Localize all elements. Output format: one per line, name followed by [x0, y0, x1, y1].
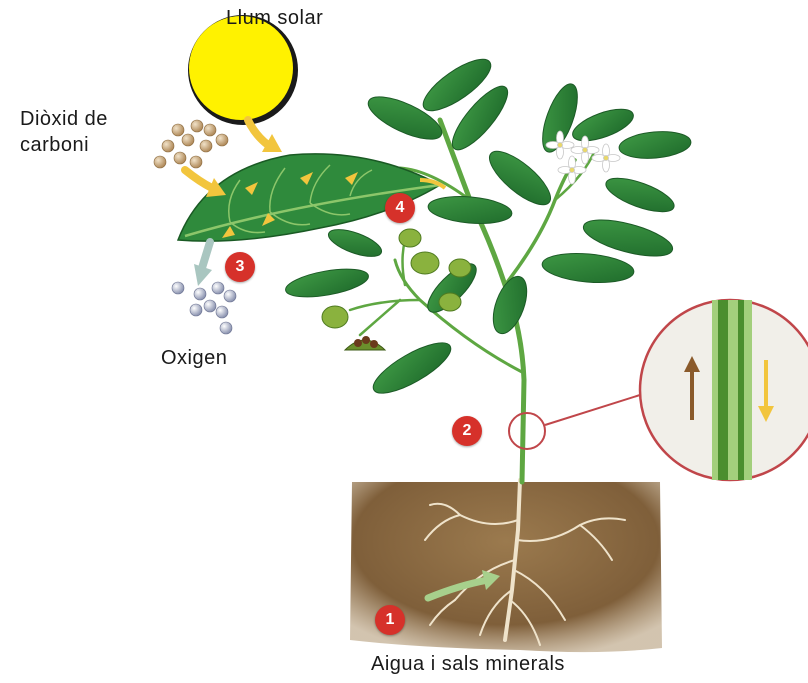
- open-seed-pod: [345, 336, 385, 350]
- oxygen-arrow: [194, 242, 212, 286]
- co2-molecules-icon: [154, 120, 228, 168]
- marker-3: 3: [225, 252, 255, 282]
- marker-1: 1: [375, 605, 405, 635]
- flowers: [546, 131, 620, 184]
- oxygen-label: Oxigen: [161, 346, 227, 370]
- water-minerals-label: Aigua i sals minerals: [371, 652, 565, 676]
- marker-2: 2: [452, 416, 482, 446]
- sunlight-label: Llum solar: [226, 6, 323, 30]
- oxygen-molecules-icon: [172, 282, 236, 334]
- sun-arrow: [248, 120, 282, 152]
- co2-label-line1: Diòxid de: [20, 107, 108, 131]
- co2-label-line2: carboni: [20, 133, 89, 157]
- sun-icon: [188, 15, 298, 125]
- leaves: [284, 51, 692, 403]
- marker-4: 4: [385, 193, 415, 223]
- stem-detail-callout: [509, 300, 808, 480]
